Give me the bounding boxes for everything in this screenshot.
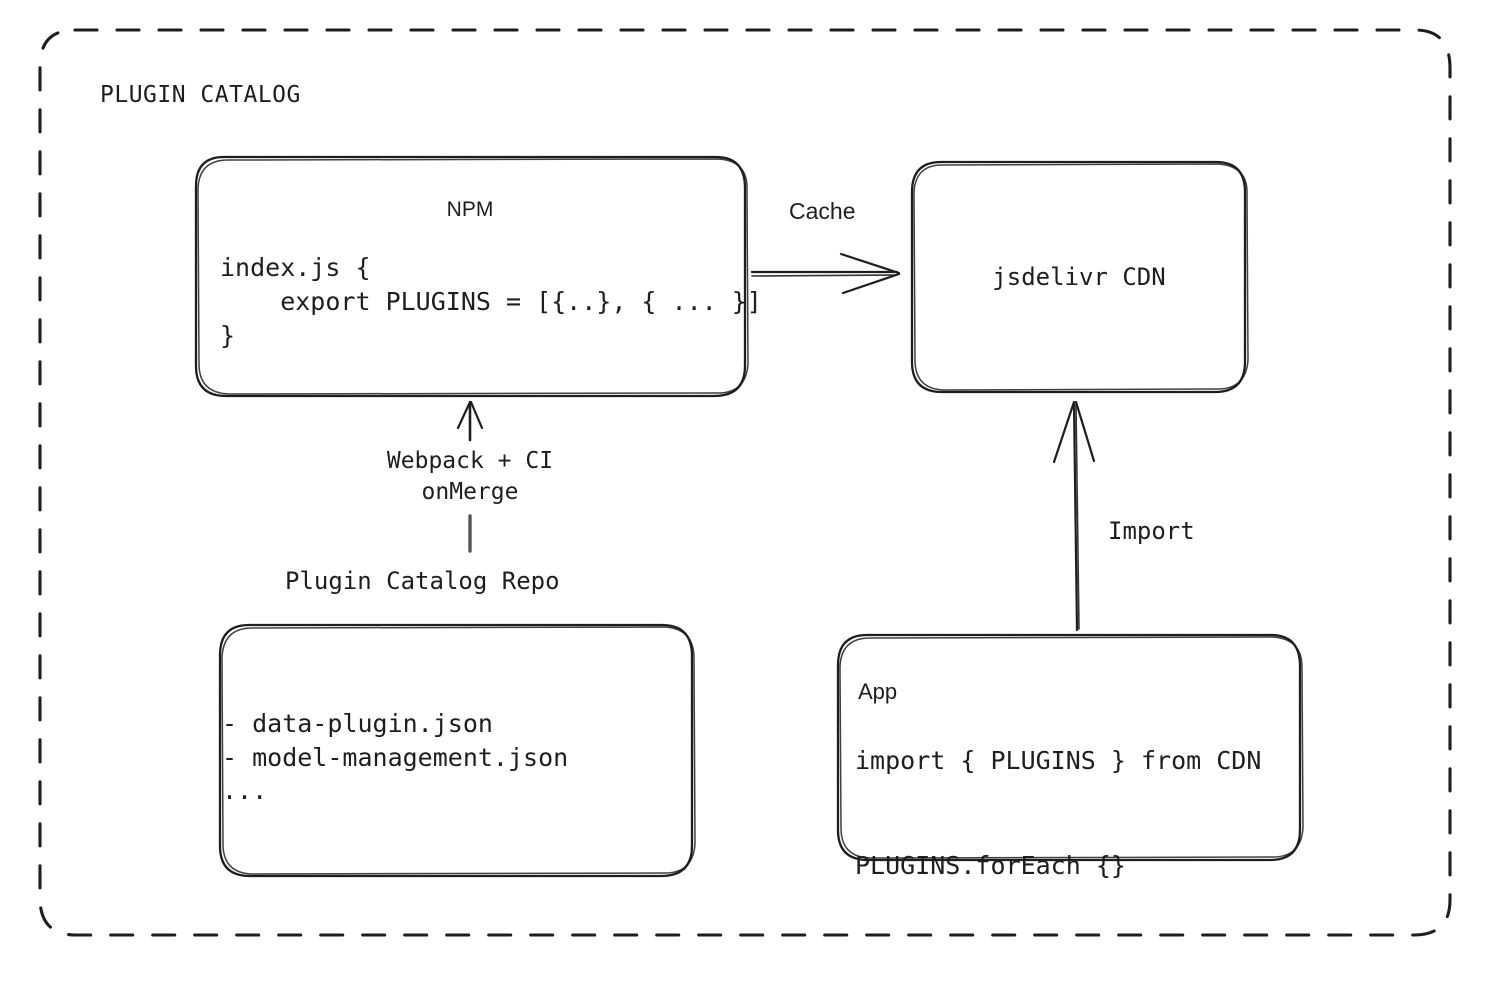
repo-box-label: Plugin Catalog Repo: [285, 567, 560, 595]
group-title: PLUGIN CATALOG: [100, 82, 301, 108]
npm-box-title: NPM: [446, 198, 494, 221]
app-box-title: App: [858, 679, 898, 704]
build-arrow-label: Webpack + CI onMerge: [386, 448, 554, 506]
npm-box-code: index.js { export PLUGINS = [{..}, { ...…: [220, 253, 762, 350]
app-box-code: import { PLUGINS } from CDN PLUGINS.forE…: [855, 746, 1262, 880]
cache-arrow: [750, 252, 901, 295]
cache-arrow-label: Cache: [789, 198, 856, 224]
import-arrow-label: Import: [1108, 517, 1195, 545]
import-arrow: [1052, 400, 1096, 632]
repo-box-items: - data-plugin.json - model-management.js…: [222, 709, 569, 805]
cdn-box-title: jsdelivr CDN: [992, 263, 1166, 291]
